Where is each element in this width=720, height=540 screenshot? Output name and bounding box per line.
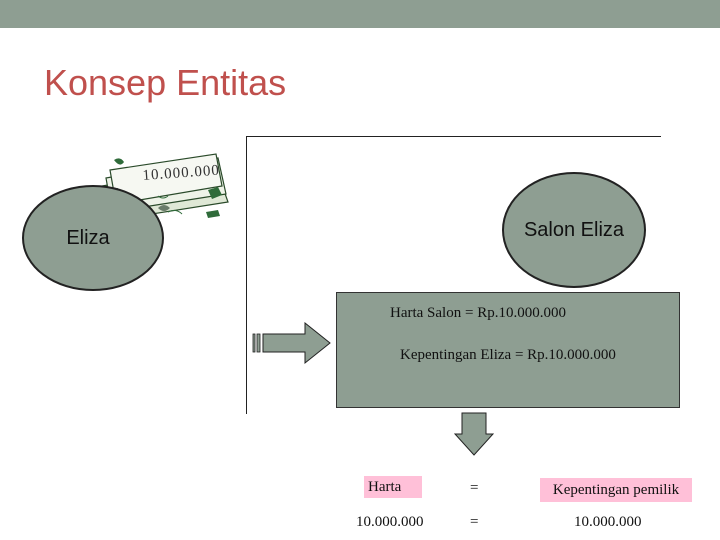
- owner-label: Eliza: [66, 226, 110, 249]
- entity-label: Salon Eliza: [523, 218, 625, 241]
- arrow-down-icon: [453, 412, 495, 461]
- equation-operator: =: [470, 480, 479, 496]
- box-line-assets: Harta Salon = Rp.10.000.000: [390, 305, 566, 321]
- entity-summary-box: Harta Salon = Rp.10.000.000 Kepentingan …: [336, 292, 680, 408]
- equation-right-value: 10.000.000: [574, 514, 642, 530]
- slide-title: Konsep Entitas: [44, 62, 287, 103]
- top-bar: [0, 0, 720, 28]
- equation-operator-values: =: [470, 514, 479, 530]
- equation-left-value: 10.000.000: [356, 514, 424, 530]
- equation-left-label: Harta: [364, 476, 422, 498]
- entity-ellipse: Salon Eliza: [502, 172, 646, 288]
- box-line-equity: Kepentingan Eliza = Rp.10.000.000: [400, 347, 616, 363]
- vertical-divider: [246, 136, 247, 414]
- equation-right-label: Kepentingan pemilik: [540, 478, 692, 502]
- horizontal-divider: [246, 136, 661, 137]
- arrow-right-icon: [252, 321, 332, 371]
- owner-ellipse: Eliza: [22, 185, 164, 291]
